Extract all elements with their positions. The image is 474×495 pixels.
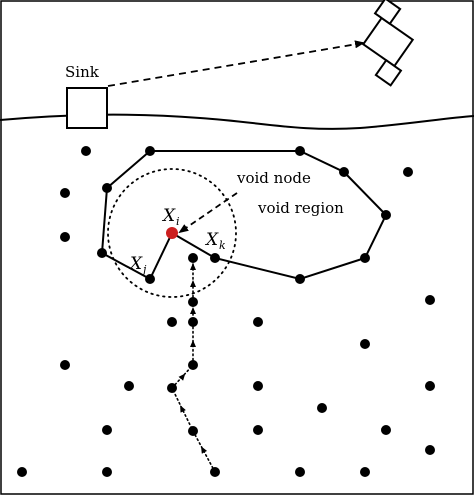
sink-satellite-link (107, 40, 365, 87)
sensor-node (210, 467, 220, 477)
void-region-label: void region (257, 199, 344, 217)
sensor-node (403, 167, 413, 177)
sensor-node (360, 467, 370, 477)
void-region-circle (107, 168, 237, 298)
sensor-node (425, 445, 435, 455)
sensor-node (188, 297, 198, 307)
sensor-node (425, 381, 435, 391)
sensor-node (210, 253, 220, 263)
svg-text:i: i (176, 215, 180, 228)
sensor-nodes (17, 146, 435, 477)
sensor-node (17, 467, 27, 477)
sensor-node (60, 360, 70, 370)
sensor-node (145, 146, 155, 156)
void-node-label: void node (236, 169, 311, 187)
sensor-node (253, 381, 263, 391)
sensor-node (167, 317, 177, 327)
sensor-node (167, 383, 177, 393)
xk-label: X k (204, 230, 226, 252)
xi-label: X i (161, 206, 180, 228)
sensor-node (317, 403, 327, 413)
sensor-node (124, 381, 134, 391)
sink-box-icon (66, 87, 108, 129)
sensor-node (360, 339, 370, 349)
sensor-node (425, 295, 435, 305)
sensor-node (102, 467, 112, 477)
sensor-node (60, 232, 70, 242)
sensor-node (60, 188, 70, 198)
sink-label: Sink (65, 63, 100, 81)
svg-text:X: X (161, 206, 176, 226)
perimeter-route (100, 150, 388, 281)
svg-text:X: X (204, 230, 219, 250)
sensor-node (360, 253, 370, 263)
satellite-icon (361, 0, 415, 87)
void-node (166, 227, 178, 239)
sensor-node (102, 425, 112, 435)
sensor-node (295, 146, 305, 156)
sensor-node (188, 360, 198, 370)
void-node-pointer (178, 192, 238, 234)
sensor-node (253, 317, 263, 327)
sensor-node (81, 146, 91, 156)
sensor-node (97, 248, 107, 258)
sensor-node (295, 467, 305, 477)
sensor-node (381, 425, 391, 435)
sensor-node (295, 274, 305, 284)
svg-text:j: j (140, 263, 147, 276)
sensor-node (253, 425, 263, 435)
sensor-node (339, 167, 349, 177)
xj-label: X j (128, 254, 147, 276)
sensor-node (188, 317, 198, 327)
sensor-node (188, 426, 198, 436)
sensor-node (102, 183, 112, 193)
svg-text:X: X (128, 254, 143, 274)
sensor-node (381, 210, 391, 220)
svg-text:k: k (219, 239, 226, 252)
sensor-node (188, 253, 198, 263)
sensor-node (145, 274, 155, 284)
